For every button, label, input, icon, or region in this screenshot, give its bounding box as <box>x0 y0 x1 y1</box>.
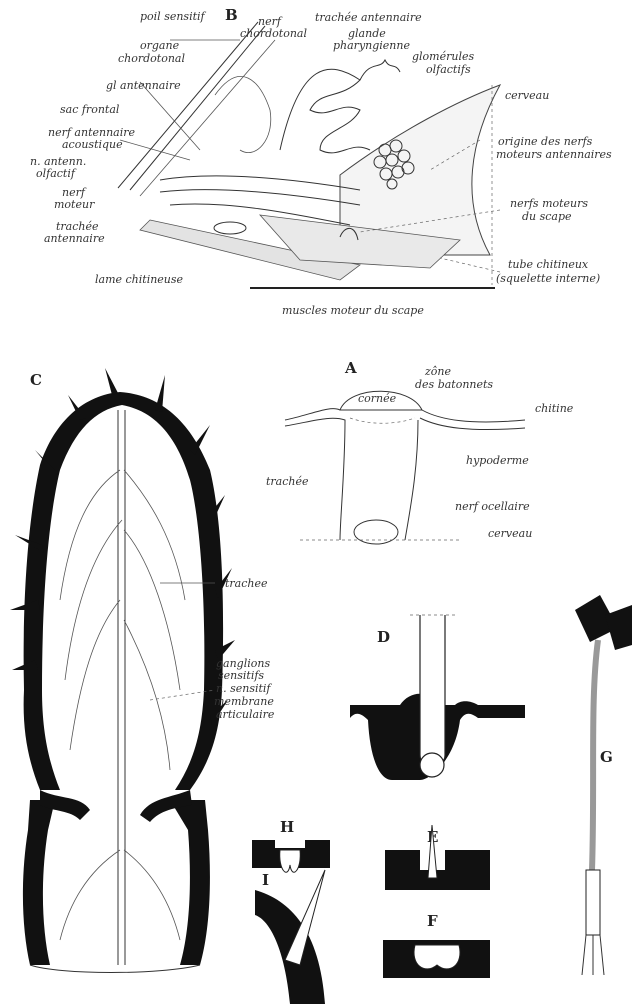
pointer-line <box>440 258 500 272</box>
label-sensitifs: sensitifs <box>218 669 264 682</box>
inner-branch <box>124 850 180 940</box>
label-pharyngienne: pharyngienne <box>333 39 410 52</box>
label-gl-antennaire: gl antennaire <box>106 79 181 92</box>
trachea-oval <box>214 222 246 234</box>
fig-e-cuticle <box>385 850 490 890</box>
label-membrane: membrane <box>214 695 274 708</box>
figure-i: I <box>255 870 325 1004</box>
chitin-surface <box>285 409 525 422</box>
figure-h-letter: H <box>280 818 294 836</box>
inner-branch <box>124 470 185 600</box>
label-hypoderme: hypoderme <box>466 454 529 467</box>
fig-g-nerve-stalk <box>592 640 598 870</box>
label-sac-frontal: sac frontal <box>60 103 120 116</box>
label-glomerules: glomérules <box>412 50 474 63</box>
label-zone: zône <box>424 365 452 378</box>
segment-cuticle-lower-right <box>170 800 210 965</box>
figure-i-letter: I <box>262 871 269 889</box>
label-antennaire-b: antennaire <box>44 232 105 245</box>
figure-d-letter: D <box>377 628 390 646</box>
inner-branch <box>60 850 120 940</box>
label-chordotonal: chordotonal <box>240 27 307 40</box>
antenna-shaft-line-1 <box>118 22 258 188</box>
label-squelette-interne: (squelette interne) <box>496 272 600 285</box>
label-olfactif: olfactif <box>36 167 77 180</box>
figure-d: D <box>350 615 525 780</box>
label-chordotonal-2: chordotonal <box>118 52 185 65</box>
figure-b-letter: B <box>225 6 238 24</box>
label-trachee-a: trachée <box>266 475 309 488</box>
fig-d-socket <box>420 753 444 777</box>
label-trachee-c: trachee <box>225 577 268 590</box>
pharyngeal-gland-tip <box>360 60 400 80</box>
label-lame-chitineuse: lame chitineuse <box>95 273 184 286</box>
label-poil-sensitif: poil sensitif <box>140 10 207 23</box>
motor-nerve <box>170 204 350 225</box>
fig-g-forked-tip <box>582 935 604 975</box>
ocellus-right-wall <box>405 420 418 540</box>
label-muscles-moteur: muscles moteur du scape <box>282 304 424 317</box>
figure-e: E <box>385 825 490 890</box>
figure-a: A zône des batonnets cornée chitine hypo… <box>266 359 574 544</box>
label-organe: organe <box>140 39 180 52</box>
label-cerveau-b: cerveau <box>505 89 549 102</box>
ocellar-nerve-section <box>354 520 398 544</box>
fig-d-hair-shaft <box>420 615 445 766</box>
fig-g-lower-tube <box>586 870 600 935</box>
figure-c-letter: C <box>30 371 42 389</box>
segment-cuticle-lower-left <box>23 800 55 965</box>
inner-branch <box>124 620 170 770</box>
inner-branch <box>60 470 120 600</box>
label-cerveau-a: cerveau <box>488 527 532 540</box>
antennal-nerve-1 <box>160 176 360 190</box>
figure-g: G <box>575 595 632 975</box>
label-nerfs-moteurs: nerfs moteurs <box>510 197 588 210</box>
label-acoustique: acoustique <box>62 138 123 151</box>
figure-f-letter: F <box>427 912 438 930</box>
label-du-scape: du scape <box>522 210 572 223</box>
figure-a-letter: A <box>344 359 357 377</box>
label-tube-chitineux: tube chitineux <box>508 258 589 271</box>
figure-h: H <box>252 818 330 872</box>
figure-c: C <box>10 368 275 973</box>
figure-b: B <box>30 6 612 317</box>
label-trachee-antennaire: trachée antennaire <box>315 11 422 24</box>
label-moteur: moteur <box>54 198 95 211</box>
antennal-nerve-2 <box>160 190 360 205</box>
antennal-trachea-loop <box>215 76 271 152</box>
rod-zone <box>350 418 415 423</box>
label-des-batonnets: des batonnets <box>415 378 493 391</box>
inner-branch <box>70 600 120 750</box>
label-nerf-ocellaire: nerf ocellaire <box>455 500 530 513</box>
chitin-lower-edge <box>420 418 525 430</box>
label-moteurs-antennaires: moteurs antennaires <box>496 148 612 161</box>
fig-f-heart-organ <box>414 945 460 969</box>
label-origine-des-nerfs: origine des nerfs <box>498 135 593 148</box>
label-olfactifs: olfactifs <box>426 63 471 76</box>
pharyngeal-gland <box>280 69 370 153</box>
segment-base <box>30 965 200 973</box>
inner-branch <box>65 520 122 680</box>
label-articulaire: articulaire <box>216 708 275 721</box>
label-cornee: cornée <box>358 392 397 405</box>
fig-h-sensillum <box>280 850 301 872</box>
label-chitine: chitine <box>535 402 574 415</box>
label-n-sensitif: n. sensitif <box>216 682 272 695</box>
figure-f: F <box>383 912 490 978</box>
inner-branch <box>124 530 180 690</box>
figure-g-letter: G <box>600 748 613 766</box>
